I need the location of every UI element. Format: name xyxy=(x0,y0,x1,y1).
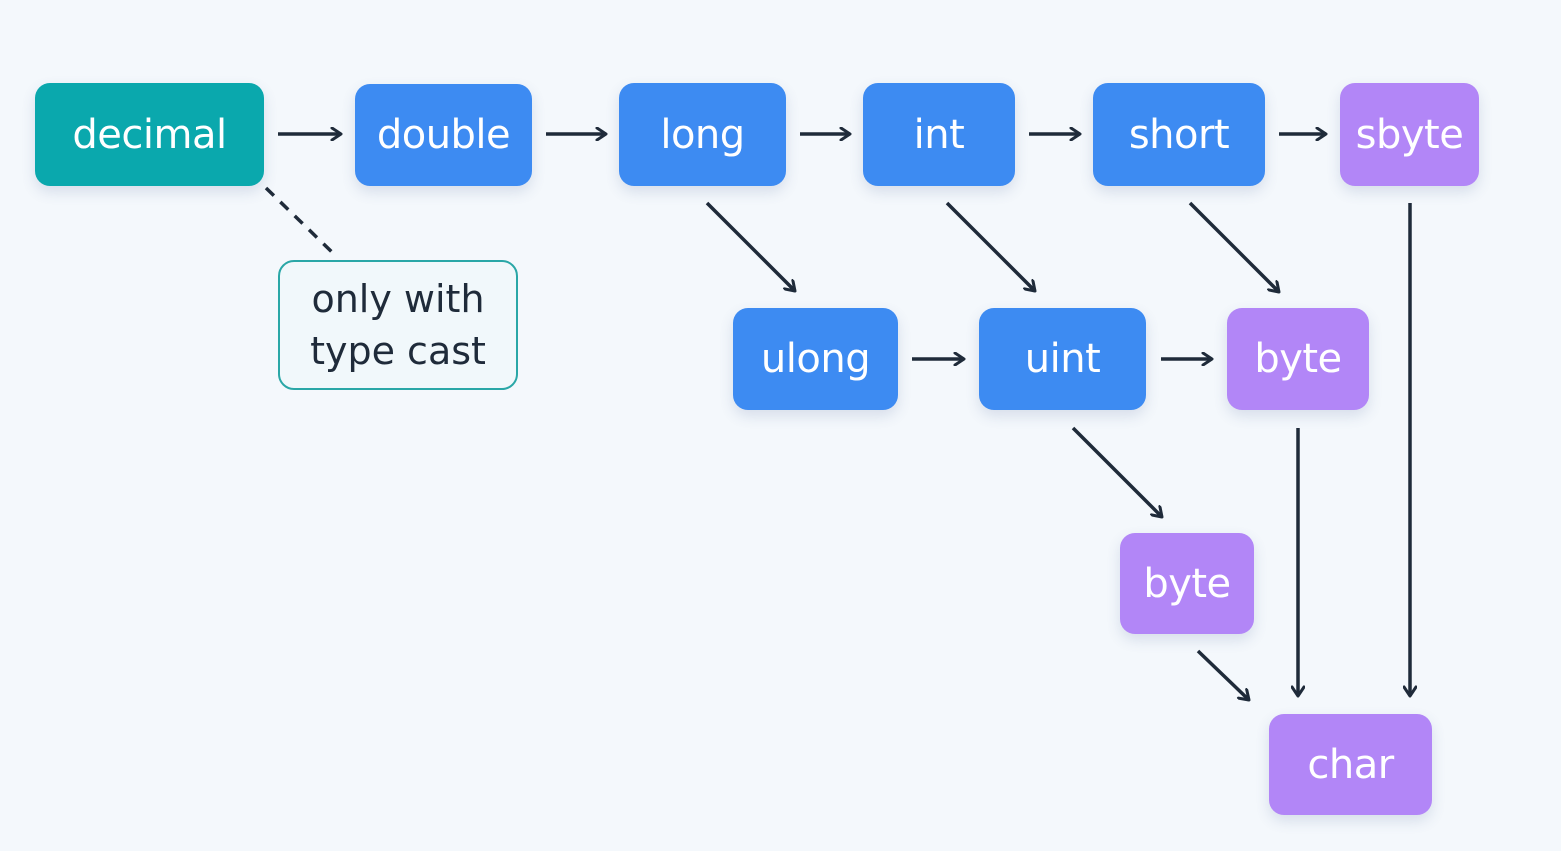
node-long: long xyxy=(619,83,786,186)
arrow-int-to-uint xyxy=(945,201,1035,291)
arrow-long-to-ulong xyxy=(705,201,795,291)
note-line-1: only with xyxy=(311,277,485,321)
arrow-short-to-byte xyxy=(1188,201,1279,292)
note-line-2: type cast xyxy=(310,329,486,373)
node-decimal: decimal xyxy=(35,83,264,186)
node-ulong: ulong xyxy=(733,308,898,410)
node-sbyte: sbyte xyxy=(1340,83,1479,186)
arrow-uint-to-byte-lower xyxy=(1071,426,1162,517)
arrow-byte-lower-to-char xyxy=(1196,649,1249,700)
type-cast-note: only with type cast xyxy=(278,260,518,390)
dashed-connector-decimal-note xyxy=(264,186,338,258)
node-byte-lower: byte xyxy=(1120,533,1254,634)
node-int: int xyxy=(863,83,1015,186)
node-char: char xyxy=(1269,714,1432,815)
node-short: short xyxy=(1093,83,1265,186)
node-uint: uint xyxy=(979,308,1146,410)
node-byte-right: byte xyxy=(1227,308,1369,410)
node-double: double xyxy=(355,84,532,186)
